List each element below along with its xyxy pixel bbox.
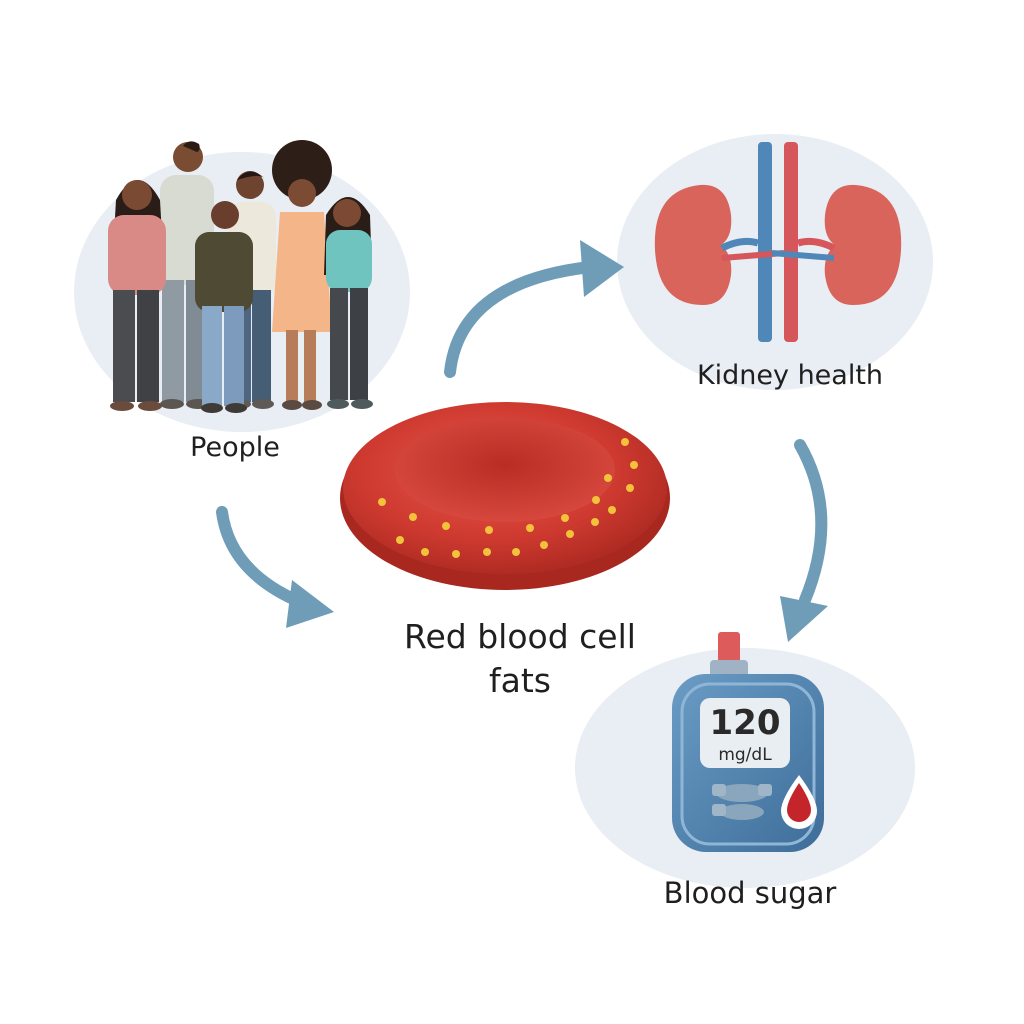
kidneys-icon bbox=[654, 142, 902, 342]
arrow-kidney-to-sugar bbox=[780, 439, 828, 642]
blood-drop-icon bbox=[781, 775, 817, 829]
meter-reading-value: 120 bbox=[709, 703, 781, 743]
rbc-label-line2: fats bbox=[489, 661, 551, 700]
arrow-rbc-to-kidney bbox=[444, 240, 624, 378]
red-blood-cell-icon bbox=[340, 402, 670, 590]
kidney-health-label: Kidney health bbox=[696, 360, 884, 391]
people-label: People bbox=[190, 432, 280, 463]
meter-reading-unit: mg/dL bbox=[718, 745, 772, 765]
arrow-people-to-rbc bbox=[216, 506, 334, 628]
glucose-meter-icon bbox=[672, 632, 824, 852]
blood-sugar-label: Blood sugar bbox=[663, 876, 837, 910]
rbc-label-line1: Red blood cell bbox=[404, 617, 636, 656]
people-group-icon bbox=[108, 140, 373, 413]
red-blood-cell-fats-label: Red blood cell fats bbox=[300, 615, 740, 703]
